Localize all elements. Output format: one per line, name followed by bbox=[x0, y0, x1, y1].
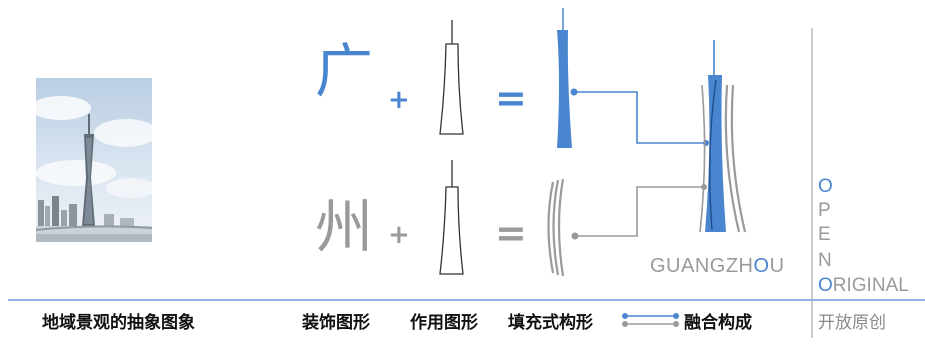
equals-sign-2: = bbox=[495, 211, 527, 255]
open-letter-n: N bbox=[818, 250, 832, 271]
connector-legend-icon bbox=[622, 313, 679, 327]
plus-sign-2: + bbox=[388, 220, 410, 250]
char-zhou: 州 bbox=[315, 193, 374, 261]
brand-suffix: U bbox=[769, 255, 785, 277]
caption-decorative: 装饰图形 bbox=[302, 313, 370, 333]
blue-fill-shape-icon bbox=[557, 8, 572, 148]
caption-fusion: 融合构成 bbox=[684, 313, 752, 333]
landmark-photo bbox=[36, 78, 152, 242]
caption-fill-form: 填充式构形 bbox=[508, 313, 593, 333]
brand-highlight: O bbox=[753, 255, 770, 277]
grey-connector bbox=[571, 184, 707, 240]
original-first-letter: O bbox=[818, 275, 833, 296]
caption-functional: 作用图形 bbox=[410, 313, 478, 333]
equals-sign-1: = bbox=[495, 76, 527, 120]
tower-outline-icon-2 bbox=[439, 160, 464, 275]
open-letter-e: E bbox=[818, 224, 831, 245]
brand-prefix: GUANGZH bbox=[650, 255, 754, 277]
caption-regional-landscape: 地域景观的抽象图象 bbox=[42, 313, 195, 333]
original-rest: RIGINAL bbox=[832, 275, 909, 296]
plus-sign-1: + bbox=[388, 85, 410, 115]
grey-line-shape-icon bbox=[547, 178, 565, 277]
blue-connector bbox=[570, 88, 709, 146]
fused-logo-icon bbox=[699, 40, 747, 233]
open-letter-p: P bbox=[818, 200, 831, 221]
char-guang: 广 bbox=[315, 37, 374, 105]
open-letter-o: O bbox=[818, 176, 833, 197]
tower-photo-image bbox=[36, 78, 152, 242]
caption-open-original: 开放原创 bbox=[818, 313, 886, 333]
brand-wordmark: GUANGZHOU bbox=[650, 255, 785, 278]
tower-outline-icon-1 bbox=[439, 20, 464, 135]
original-word: ORIGINAL bbox=[818, 276, 909, 295]
